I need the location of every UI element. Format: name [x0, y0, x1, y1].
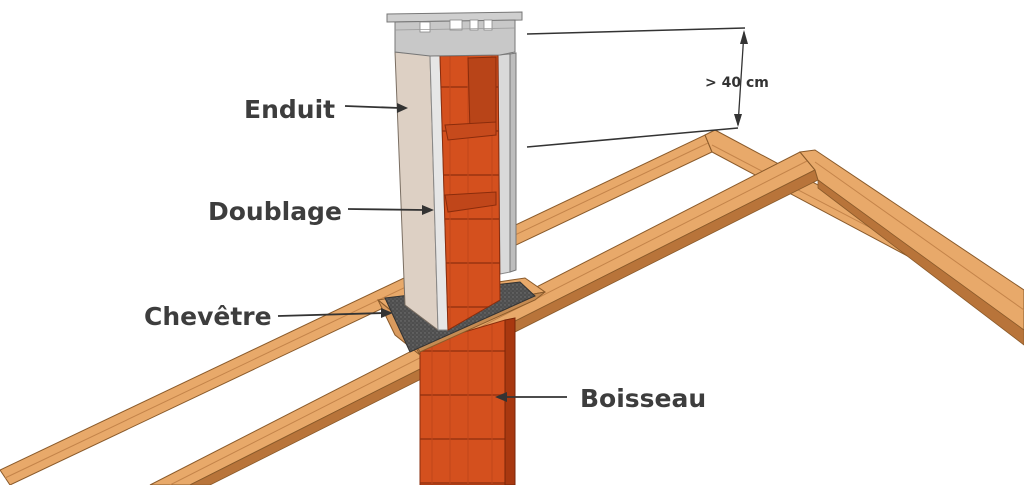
- rafter-front-right: [799, 149, 1024, 346]
- chimney-cap: [386, 11, 523, 57]
- arrow-boisseau: [495, 392, 567, 402]
- dimension-marker: [526, 27, 748, 148]
- arrow-doublage: [347, 205, 434, 215]
- dimension-label: > 40 cm: [705, 75, 769, 91]
- label-chevetre: Chevêtre: [144, 302, 272, 331]
- label-enduit: Enduit: [244, 95, 335, 124]
- rafter-back-left: [0, 134, 713, 485]
- label-doublage: Doublage: [208, 197, 342, 226]
- arrow-enduit: [344, 103, 408, 113]
- flue-lower: [419, 317, 516, 485]
- arrow-chevetre: [277, 308, 393, 318]
- label-boisseau: Boisseau: [580, 384, 706, 413]
- flue-upper: [439, 54, 501, 331]
